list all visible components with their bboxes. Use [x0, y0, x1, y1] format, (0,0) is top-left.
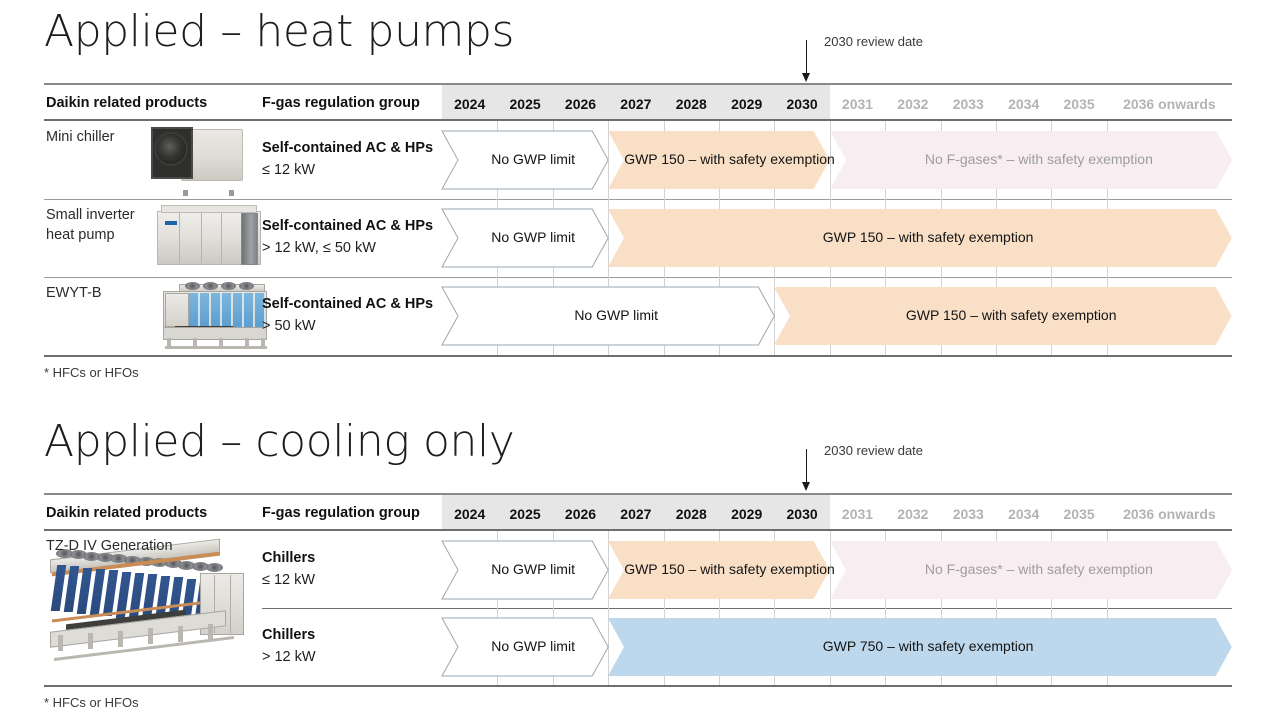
table-bottom-rule: [44, 685, 1232, 687]
timeline-band-white[interactable]: No GWP limit: [441, 617, 609, 676]
year-header-2030[interactable]: 2030: [786, 96, 818, 112]
year-header-2035[interactable]: 2035: [1063, 506, 1095, 522]
product-photo-small-inverter-heat-pump: [149, 203, 271, 273]
group-subtitle: ≤ 12 kW: [262, 162, 316, 178]
year-header-2027[interactable]: 2027: [620, 96, 652, 112]
timeline-band-orange[interactable]: GWP 150 – with safety exemption: [608, 540, 835, 599]
header-group: F-gas regulation group: [262, 505, 420, 521]
year-header-2024[interactable]: 2024: [454, 96, 486, 112]
group-subtitle: ≤ 12 kW: [262, 571, 316, 588]
band-shape-icon: [441, 540, 609, 599]
year-header-2025[interactable]: 2025: [509, 96, 541, 112]
year-header-2034[interactable]: 2034: [1008, 506, 1040, 522]
year-header-2025[interactable]: 2025: [509, 506, 541, 522]
table-bottom-rule: [44, 355, 1232, 357]
product-name: Mini chiller: [46, 129, 115, 145]
year-header-2036-onwards[interactable]: 2036 onwards: [1123, 506, 1216, 522]
row-divider: [44, 277, 1232, 278]
year-band-active: [442, 495, 830, 529]
timeline-band-white[interactable]: No GWP limit: [441, 130, 609, 190]
group-title: Self-contained AC & HPs: [262, 218, 434, 234]
review-arrow-stem: [806, 40, 807, 76]
timeline-band-pink[interactable]: No F-gases* – with safety exemption: [829, 131, 1232, 189]
year-header-2034[interactable]: 2034: [1008, 96, 1040, 112]
group-subtitle: > 50 kW: [262, 318, 316, 334]
header-group: F-gas regulation group: [262, 95, 420, 111]
year-header-2028[interactable]: 2028: [675, 506, 707, 522]
band-shape-icon: [441, 208, 609, 268]
grid-line: [829, 121, 831, 199]
header-products: Daikin related products: [46, 95, 208, 111]
year-header-2031[interactable]: 2031: [841, 506, 874, 522]
section-title-cooling-only: Applied – cooling only: [44, 416, 515, 467]
timeline-band-blue[interactable]: GWP 750 – with safety exemption: [608, 617, 1232, 676]
timeline-band-white[interactable]: No GWP limit: [441, 540, 609, 599]
year-header-2026[interactable]: 2026: [564, 96, 597, 112]
product-name: TZ-D IV Generation: [46, 538, 173, 554]
year-header-2024[interactable]: 2024: [454, 506, 486, 522]
timeline-band-white[interactable]: No GWP limit: [441, 208, 609, 268]
band-shape-icon: [608, 617, 1232, 676]
band-shape-icon: [829, 131, 1232, 189]
band-shape-icon: [608, 540, 830, 599]
table-footnote: * HFCs or HFOs: [44, 365, 139, 380]
year-header-2033[interactable]: 2033: [952, 506, 984, 522]
review-arrow-head-icon: [802, 482, 810, 491]
band-shape-icon: [441, 617, 609, 676]
timeline-band-pink[interactable]: No F-gases* – with safety exemption: [829, 540, 1232, 599]
group-subtitle: > 12 kW, ≤ 50 kW: [262, 240, 376, 256]
band-shape-icon: [441, 130, 609, 190]
review-arrow-stem: [806, 449, 807, 485]
group-title: Self-contained AC & HPs: [262, 296, 434, 312]
product-photo-ewyt-b-chiller: [149, 280, 279, 354]
row-divider: [262, 608, 1232, 609]
section-title-heat-pumps: Applied – heat pumps: [44, 6, 515, 57]
product-photo-tz-d-iv-generation-chiller: [44, 538, 250, 663]
year-header-2032[interactable]: 2032: [897, 506, 929, 522]
band-shape-icon: [441, 286, 775, 346]
review-date-label: 2030 review date: [824, 443, 924, 458]
product-name: Small inverter heat pump: [46, 207, 135, 243]
year-header-2029[interactable]: 2029: [731, 96, 763, 112]
band-shape-icon: [608, 209, 1232, 267]
table-top-rule: [44, 493, 1232, 495]
header-products: Daikin related products: [46, 505, 208, 521]
band-shape-icon: [774, 287, 1232, 345]
timeline-band-orange[interactable]: GWP 150 – with safety exemption: [608, 209, 1232, 267]
review-date-label: 2030 review date: [824, 34, 924, 49]
table-footnote: * HFCs or HFOs: [44, 695, 139, 710]
product-photo-mini-chiller: [149, 125, 267, 196]
year-header-2031[interactable]: 2031: [841, 96, 874, 112]
group-title: Chillers: [262, 626, 316, 643]
band-shape-icon: [829, 540, 1232, 599]
grid-line: [829, 531, 831, 608]
band-shape-icon: [608, 131, 830, 189]
timeline-band-orange[interactable]: GWP 150 – with safety exemption: [774, 287, 1232, 345]
product-name: EWYT-B: [46, 285, 102, 301]
year-header-2028[interactable]: 2028: [675, 96, 707, 112]
year-header-2035[interactable]: 2035: [1063, 96, 1095, 112]
year-band-active: [442, 85, 830, 119]
group-title: Chillers: [262, 549, 316, 566]
group-title: Self-contained AC & HPs: [262, 140, 434, 156]
year-header-2033[interactable]: 2033: [952, 96, 984, 112]
table-top-rule: [44, 83, 1232, 85]
year-header-2027[interactable]: 2027: [620, 506, 652, 522]
group-subtitle: > 12 kW: [262, 648, 316, 665]
row-divider: [44, 199, 1232, 200]
table-header-rule: [44, 119, 1232, 121]
year-header-2032[interactable]: 2032: [897, 96, 929, 112]
timeline-band-white[interactable]: No GWP limit: [441, 286, 775, 346]
year-header-2036-onwards[interactable]: 2036 onwards: [1123, 96, 1216, 112]
year-header-2029[interactable]: 2029: [731, 506, 763, 522]
timeline-band-orange[interactable]: GWP 150 – with safety exemption: [608, 131, 835, 189]
review-arrow-head-icon: [802, 73, 810, 82]
year-header-2030[interactable]: 2030: [786, 506, 818, 522]
table-header-rule: [44, 529, 1232, 531]
year-header-2026[interactable]: 2026: [564, 506, 597, 522]
